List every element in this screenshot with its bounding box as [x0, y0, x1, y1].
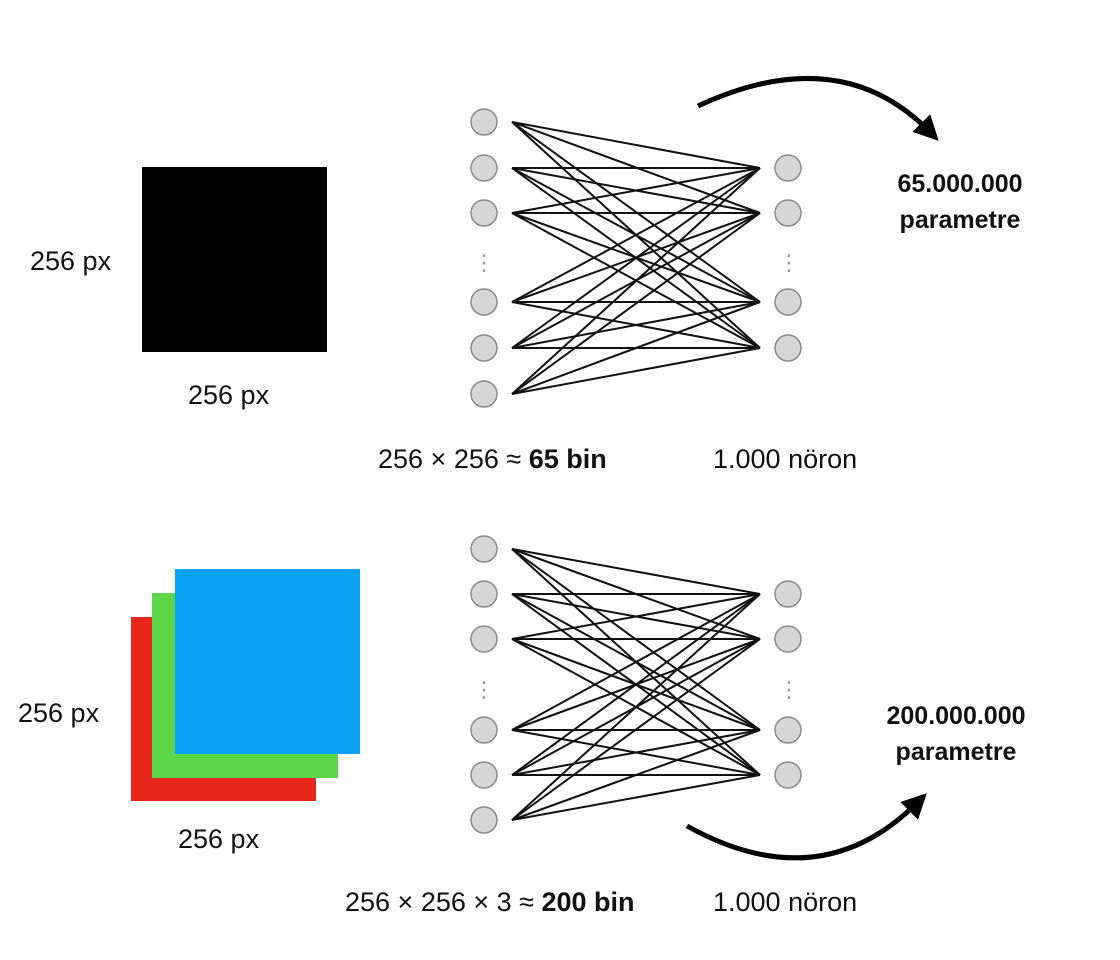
top-curved-arrow [696, 75, 939, 141]
bottom-network-nodes [470, 535, 802, 834]
bottom-blue-channel [175, 569, 360, 754]
bottom-bottom-label: 256 px [178, 824, 260, 854]
bottom-output-ellipsis: ⋮ [778, 678, 800, 703]
bottom-edge [511, 638, 761, 821]
bottom-edge [511, 729, 761, 776]
top-network: ⋮ ⋮ [470, 108, 802, 408]
bottom-edge [511, 729, 761, 821]
bottom-output-neuron [774, 761, 802, 789]
top-input-ellipsis: ⋮ [473, 251, 495, 276]
bottom-output-neuron [774, 625, 802, 653]
top-input-neuron [470, 199, 498, 227]
bottom-edge [511, 548, 761, 595]
top-network-nodes [470, 108, 802, 408]
top-input-neuron [470, 380, 498, 408]
bottom-params-unit: parametre [895, 738, 1017, 766]
bottom-input-neuron [470, 806, 498, 834]
top-edge [511, 212, 761, 395]
bottom-side-label: 256 px [18, 698, 100, 728]
top-output-neuron [774, 154, 802, 182]
top-bottom-label: 256 px [188, 380, 270, 410]
bottom-edge [511, 593, 761, 821]
bottom-network-edges [511, 548, 761, 821]
top-input-count-prefix: 256 × 256 ≈ [378, 444, 529, 474]
bottom-network: ⋮ ⋮ [470, 535, 802, 834]
top-side-label: 256 px [30, 246, 112, 276]
top-edge [511, 167, 761, 349]
top-edge [511, 167, 761, 395]
top-input-neuron [470, 108, 498, 136]
bottom-curved-arrow [685, 793, 927, 861]
top-params-value: 65.000.000 [897, 170, 1023, 198]
top-edge [511, 301, 761, 395]
top-params-label: 65.000.000 parametre [880, 166, 1040, 238]
top-params-unit: parametre [899, 206, 1021, 234]
top-input-count-label: 256 × 256 ≈ 65 bin [378, 446, 607, 473]
top-grayscale-image [142, 167, 327, 352]
top-output-ellipsis: ⋮ [778, 251, 800, 276]
bottom-input-count-label: 256 × 256 × 3 ≈ 200 bin [345, 889, 635, 916]
top-input-count-bold: 65 bin [528, 444, 607, 474]
top-edge [511, 167, 761, 214]
top-edge [511, 121, 761, 169]
top-input-neuron [470, 334, 498, 362]
top-network-edges [511, 121, 761, 395]
bottom-edge [511, 774, 761, 821]
bottom-input-neuron [470, 716, 498, 744]
bottom-output-count-label: 1.000 nöron [713, 887, 858, 917]
top-output-neuron [774, 334, 802, 362]
top-output-neuron [774, 199, 802, 227]
bottom-params-label: 200.000.000 parametre [866, 698, 1046, 770]
bottom-edge [511, 593, 761, 776]
bottom-output-neuron [774, 580, 802, 608]
bottom-output-neuron [774, 716, 802, 744]
bottom-edge [511, 593, 761, 731]
top-edge [511, 347, 761, 395]
bottom-edge [511, 593, 761, 640]
bottom-params-value: 200.000.000 [886, 702, 1026, 730]
top-output-count-label: 1.000 nöron [713, 444, 858, 474]
top-input-neuron [470, 288, 498, 316]
bottom-input-ellipsis: ⋮ [473, 678, 495, 703]
top-edge [511, 301, 761, 349]
bottom-input-neuron [470, 625, 498, 653]
bottom-input-count-prefix: 256 × 256 × 3 ≈ [345, 887, 542, 917]
bottom-input-neuron [470, 761, 498, 789]
bottom-input-neuron [470, 535, 498, 563]
top-output-neuron [774, 288, 802, 316]
top-input-neuron [470, 154, 498, 182]
bottom-input-neuron [470, 580, 498, 608]
top-edge [511, 167, 761, 303]
bottom-input-count-bold: 200 bin [541, 887, 635, 917]
